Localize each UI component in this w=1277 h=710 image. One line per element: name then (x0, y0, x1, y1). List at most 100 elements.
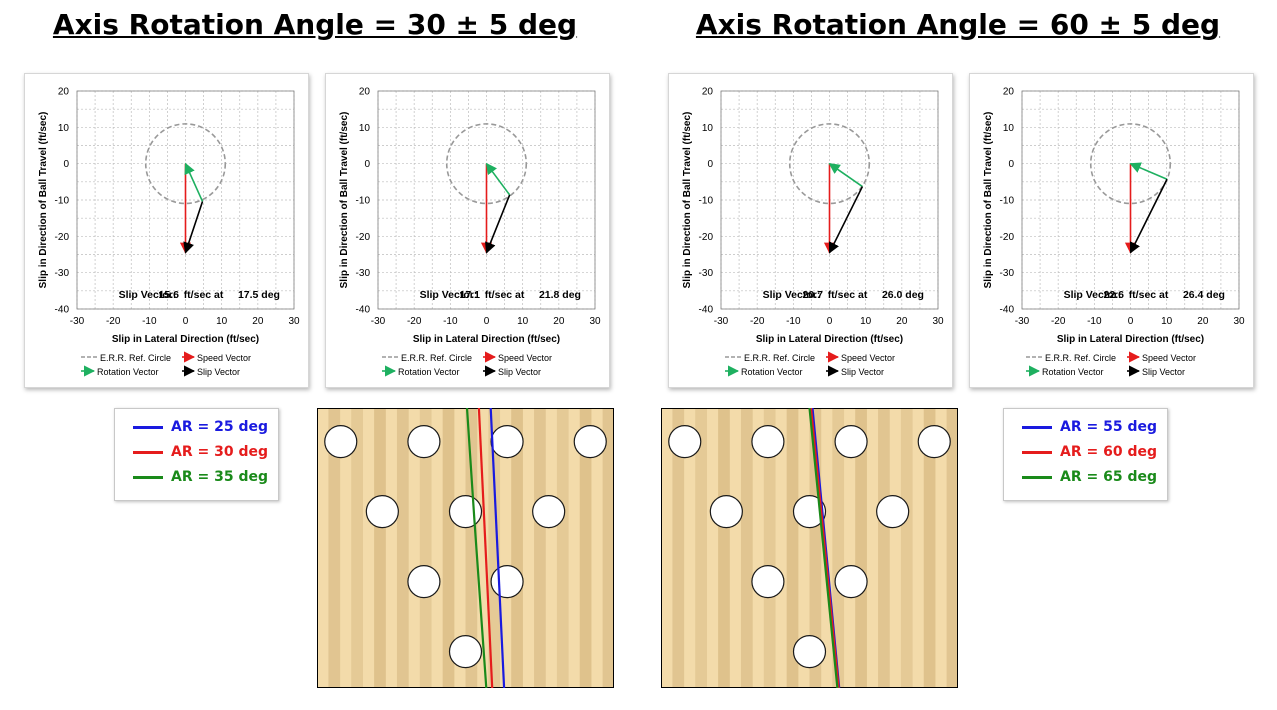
legend-label: Rotation Vector (398, 367, 460, 377)
legend-label: AR = 35 deg (171, 469, 268, 485)
legend-label: AR = 60 deg (1060, 444, 1157, 460)
x-tick-label: 30 (288, 316, 300, 327)
legend-label: Slip Vector (197, 367, 240, 377)
lane-board (832, 408, 845, 688)
lane-board (351, 408, 363, 688)
plot-area-border (377, 90, 596, 310)
y-tick-label: 10 (359, 123, 371, 134)
x-tick-label: 0 (827, 316, 833, 327)
y-tick-label: 0 (707, 159, 713, 170)
x-axis-title: Slip in Lateral Direction (ft/sec) (413, 334, 560, 345)
lane-board (488, 408, 501, 688)
slip-vector (485, 194, 511, 254)
y-tick-label: 0 (364, 159, 370, 170)
heading-right: Axis Rotation Angle = 60 ± 5 deg (695, 8, 1221, 41)
x-axis-title: Slip in Lateral Direction (ft/sec) (756, 334, 903, 345)
legend-line-icon (1022, 425, 1052, 429)
lane-border (317, 408, 614, 688)
legend-label: Rotation Vector (741, 367, 803, 377)
annotation-middle: ft/sec at (485, 289, 525, 301)
lane-board (809, 408, 822, 688)
legend-row: AR = 65 deg (1022, 467, 1157, 487)
plot-area-border (76, 90, 295, 310)
legend-line-icon (1022, 475, 1052, 479)
y-tick-label: 20 (702, 87, 714, 98)
pin-circle (834, 424, 868, 459)
lane-board (695, 408, 707, 688)
ar-legend-right: AR = 55 deg AR = 60 deg AR = 65 deg (1003, 408, 1168, 501)
annotation-angle: 26.4 deg (1183, 289, 1225, 301)
lane-board (786, 408, 799, 688)
y-tick-label: -10 (1000, 196, 1015, 207)
slip-vector (828, 186, 864, 254)
y-axis-title: Slip in Direction of Ball Travel (ft/sec… (682, 112, 693, 289)
slip-vector (183, 201, 204, 254)
legend-label: E.R.R. Ref. Circle (401, 353, 472, 363)
legend-row: AR = 60 deg (1022, 442, 1157, 462)
ball-path-line (489, 408, 506, 688)
rotation-vector (184, 162, 204, 202)
pin-circle (532, 494, 566, 529)
annotation-angle: 17.5 deg (238, 289, 280, 301)
y-axis-title: Slip in Direction of Ball Travel (ft/sec… (983, 112, 994, 289)
y-tick-label: 0 (1008, 159, 1014, 170)
pin-circle (668, 424, 702, 459)
x-tick-label: -30 (70, 316, 85, 327)
x-tick-label: 10 (216, 316, 228, 327)
x-tick-label: -10 (142, 316, 157, 327)
lane-board (718, 408, 730, 688)
pin-circle (407, 565, 441, 599)
x-tick-label: 0 (183, 316, 189, 327)
x-tick-label: -20 (1051, 316, 1066, 327)
pin-circle (709, 494, 743, 529)
x-tick-label: -10 (443, 316, 458, 327)
annotation-magnitude: 20.7 (803, 289, 824, 301)
lane-board (396, 408, 409, 688)
legend-row: AR = 55 deg (1022, 417, 1157, 437)
legend-label: Rotation Vector (97, 367, 159, 377)
pin-circle (365, 494, 399, 529)
annotation-prefix: Slip Vector: (763, 289, 821, 301)
x-tick-label: 0 (484, 316, 490, 327)
lane-svg-left (317, 408, 614, 688)
lane-board (442, 408, 455, 688)
y-tick-label: -20 (356, 232, 371, 243)
legend-label: Speed Vector (498, 353, 552, 363)
x-tick-label: 10 (860, 316, 872, 327)
err-reference-circle (788, 123, 871, 205)
y-tick-label: 10 (58, 123, 70, 134)
lane-board (556, 408, 569, 688)
x-tick-label: -30 (371, 316, 386, 327)
pin-circle (490, 565, 524, 599)
y-tick-label: -30 (356, 268, 371, 279)
legend-label: E.R.R. Ref. Circle (744, 353, 815, 363)
lane-board (419, 408, 432, 688)
x-tick-label: -20 (106, 316, 121, 327)
annotation-middle: ft/sec at (184, 289, 224, 301)
ball-path-line (465, 408, 488, 688)
y-tick-label: 10 (702, 123, 714, 134)
y-tick-label: -10 (699, 196, 714, 207)
x-tick-label: 30 (932, 316, 944, 327)
pin-circle (448, 635, 483, 669)
x-tick-label: -30 (1015, 316, 1030, 327)
y-tick-label: 10 (1003, 123, 1015, 134)
x-tick-label: -30 (714, 316, 729, 327)
x-tick-label: -20 (407, 316, 422, 327)
x-tick-label: 20 (896, 316, 908, 327)
legend-label: AR = 30 deg (171, 444, 268, 460)
annotation-middle: ft/sec at (828, 289, 868, 301)
legend-row: AR = 35 deg (133, 467, 268, 487)
lane-diagram-right (661, 408, 958, 688)
legend-label: AR = 65 deg (1060, 469, 1157, 485)
y-tick-label: -30 (55, 268, 70, 279)
legend-label: Slip Vector (841, 367, 884, 377)
lane-svg-right (661, 408, 958, 688)
x-tick-label: -10 (786, 316, 801, 327)
lane-board (534, 408, 546, 688)
